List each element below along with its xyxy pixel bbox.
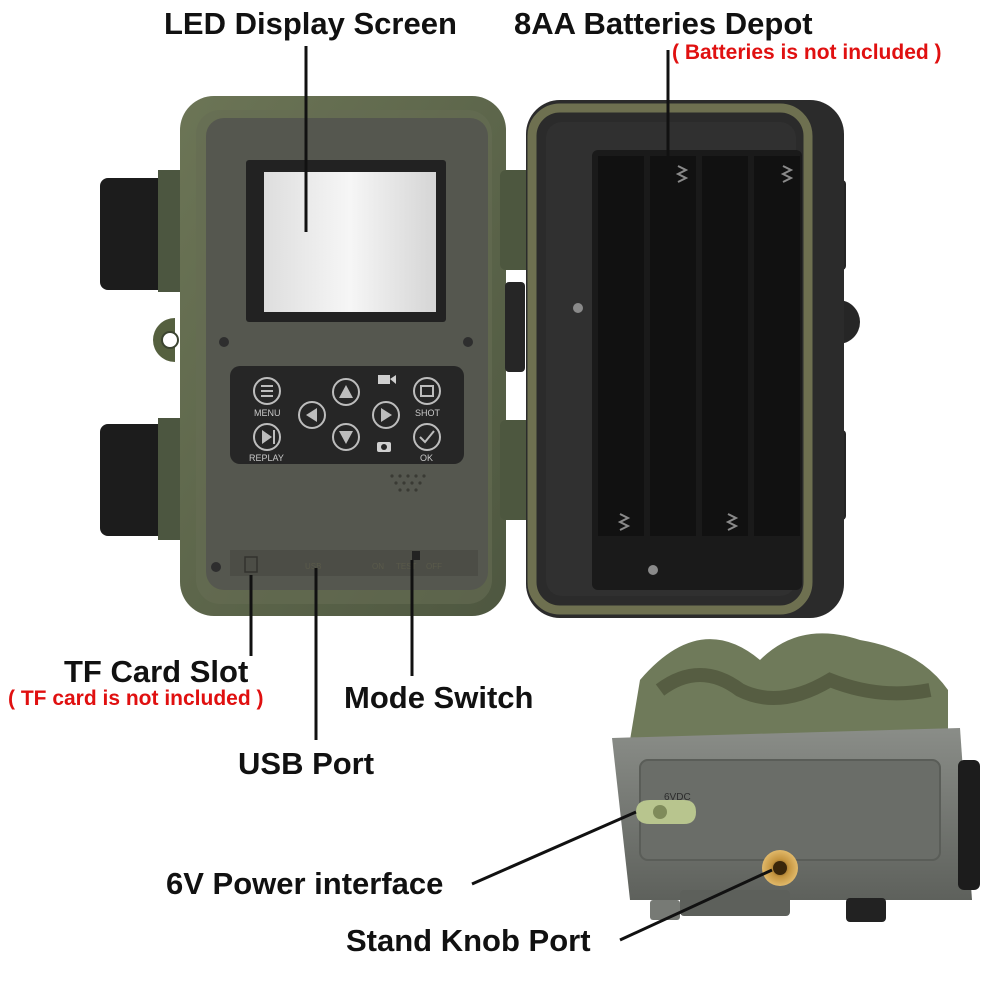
lcd-screen: [264, 172, 436, 312]
strap-bracket-bottom: [100, 424, 166, 536]
up-arrow-button[interactable]: [332, 378, 360, 406]
ok-button[interactable]: OK: [413, 423, 441, 463]
shot-button[interactable]: SHOT: [413, 377, 441, 418]
batteries-note: ( Batteries is not included ): [672, 41, 942, 64]
led-display-label: LED Display Screen: [164, 6, 457, 41]
play-icon: [262, 430, 272, 444]
screw-icon: [211, 562, 221, 572]
left-arrow-button[interactable]: [298, 401, 326, 429]
battery-slot: [650, 156, 696, 536]
screw-icon: [463, 337, 473, 347]
port-strip: [230, 550, 478, 576]
keypad: [230, 366, 464, 464]
tf-card-slot[interactable]: [244, 556, 258, 573]
replay-key-label: REPLAY: [249, 453, 284, 463]
battery-lid: [526, 100, 860, 618]
menu-button[interactable]: MENU: [253, 377, 281, 418]
mode-switch[interactable]: [412, 551, 420, 560]
right-arrow-icon: [381, 408, 392, 422]
down-arrow-icon: [339, 431, 353, 444]
ok-key-label: OK: [420, 453, 433, 463]
battery-slot: [754, 156, 800, 536]
mode-switch-label: Mode Switch: [344, 680, 534, 715]
tf-card-slot-label: TF Card Slot: [64, 654, 249, 689]
lid-seal: [527, 103, 813, 615]
voltage-mark: 6VDC: [664, 792, 691, 803]
screw-icon: [573, 303, 583, 313]
power-interface-label: 6V Power interface: [166, 866, 444, 901]
switch-on-mark: ON: [372, 562, 384, 571]
annotation-lines: [249, 46, 773, 942]
check-icon: [419, 430, 435, 444]
camera-body-left: MENU SHOT: [100, 96, 506, 616]
tf-card-note: ( TF card is not included ): [8, 687, 264, 710]
video-mode-icon: [378, 375, 396, 384]
left-arrow-icon: [306, 408, 317, 422]
menu-key-label: MENU: [254, 408, 281, 418]
switch-off-mark: OFF: [426, 562, 442, 571]
screw-icon: [648, 565, 658, 575]
usb-port-label: USB Port: [238, 746, 375, 781]
camo-top: [630, 633, 948, 740]
strap-bracket-top: [100, 178, 166, 290]
speaker-grille: [390, 474, 426, 492]
switch-test-mark: TEST: [396, 562, 417, 571]
stand-knob-label: Stand Knob Port: [346, 923, 591, 958]
photo-mode-icon: [377, 442, 391, 452]
usb-mark: USB: [305, 562, 321, 571]
battery-compartment: [592, 150, 802, 590]
batteries-depot-label: 8AA Batteries Depot: [514, 6, 813, 41]
replay-button[interactable]: REPLAY: [249, 423, 284, 463]
right-arrow-button[interactable]: [372, 401, 400, 429]
battery-slot: [598, 156, 644, 536]
camera-bottom-unit: 6VDC: [612, 633, 980, 922]
shot-key-label: SHOT: [415, 408, 441, 418]
hinge: [500, 170, 532, 520]
down-arrow-button[interactable]: [332, 423, 360, 451]
up-arrow-icon: [339, 385, 353, 398]
battery-slot: [702, 156, 748, 536]
spring-contact-icon: [617, 165, 794, 531]
screw-icon: [219, 337, 229, 347]
